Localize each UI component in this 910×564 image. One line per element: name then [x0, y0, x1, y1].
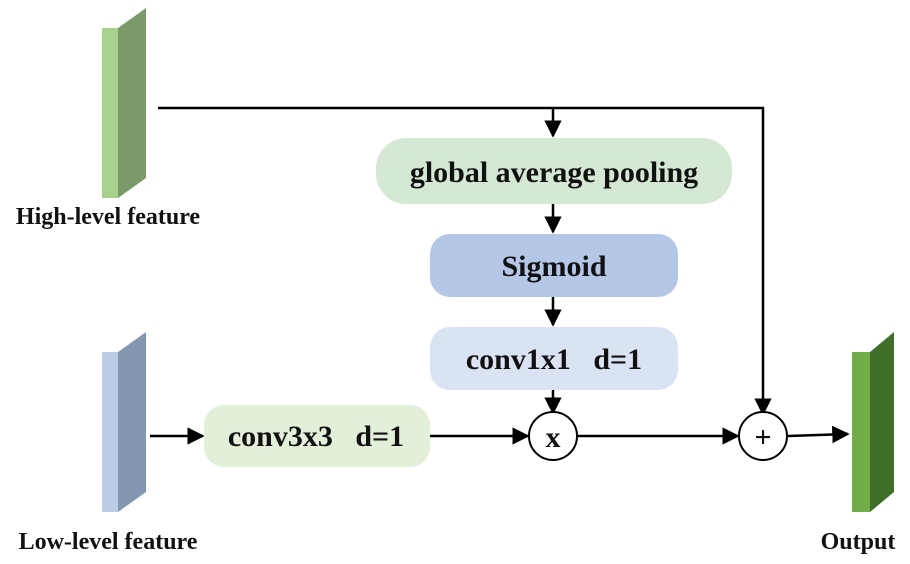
- conv1x1-label: conv1x1 d=1: [466, 343, 642, 376]
- high-level-trunk-line: [158, 106, 772, 416]
- sigmoid-block: Sigmoid: [430, 234, 678, 297]
- arrow-add-to-output: [787, 425, 850, 444]
- output-feature-map: [852, 332, 894, 512]
- connections: [150, 106, 850, 445]
- gap-label: global average pooling: [410, 156, 698, 189]
- add-symbol: +: [754, 421, 771, 454]
- conv3x3-block: conv3x3 d=1: [204, 405, 430, 467]
- conv3x3-label: conv3x3 d=1: [228, 420, 404, 453]
- conv1x1-box: [430, 327, 678, 390]
- global-average-pooling-block: global average pooling: [376, 138, 732, 204]
- low-level-feature-map: [102, 332, 146, 512]
- high-level-feature-front: [102, 28, 118, 198]
- sigmoid-label: Sigmoid: [501, 250, 606, 283]
- high-level-feature-side: [118, 8, 146, 198]
- low-level-feature-side: [118, 332, 146, 512]
- low-level-feature-front: [102, 352, 118, 512]
- conv1x1-block: conv1x1 d=1: [430, 327, 678, 390]
- output-feature-front: [852, 352, 870, 512]
- sigmoid-box: [430, 234, 678, 297]
- low-level-feature-label: Low-level feature: [19, 529, 198, 555]
- high-level-feature-label: High-level feature: [16, 204, 201, 230]
- add-operator: +: [738, 411, 788, 461]
- gap-box: [376, 138, 732, 204]
- add-circle: [738, 411, 788, 461]
- output-feature-side: [870, 332, 894, 512]
- conv3x3-box: [204, 405, 430, 467]
- multiply-circle: [528, 411, 578, 461]
- multiply-symbol: x: [546, 421, 561, 454]
- output-label: Output: [821, 529, 896, 555]
- high-level-feature-map: [102, 8, 146, 198]
- multiply-operator: x: [528, 411, 578, 461]
